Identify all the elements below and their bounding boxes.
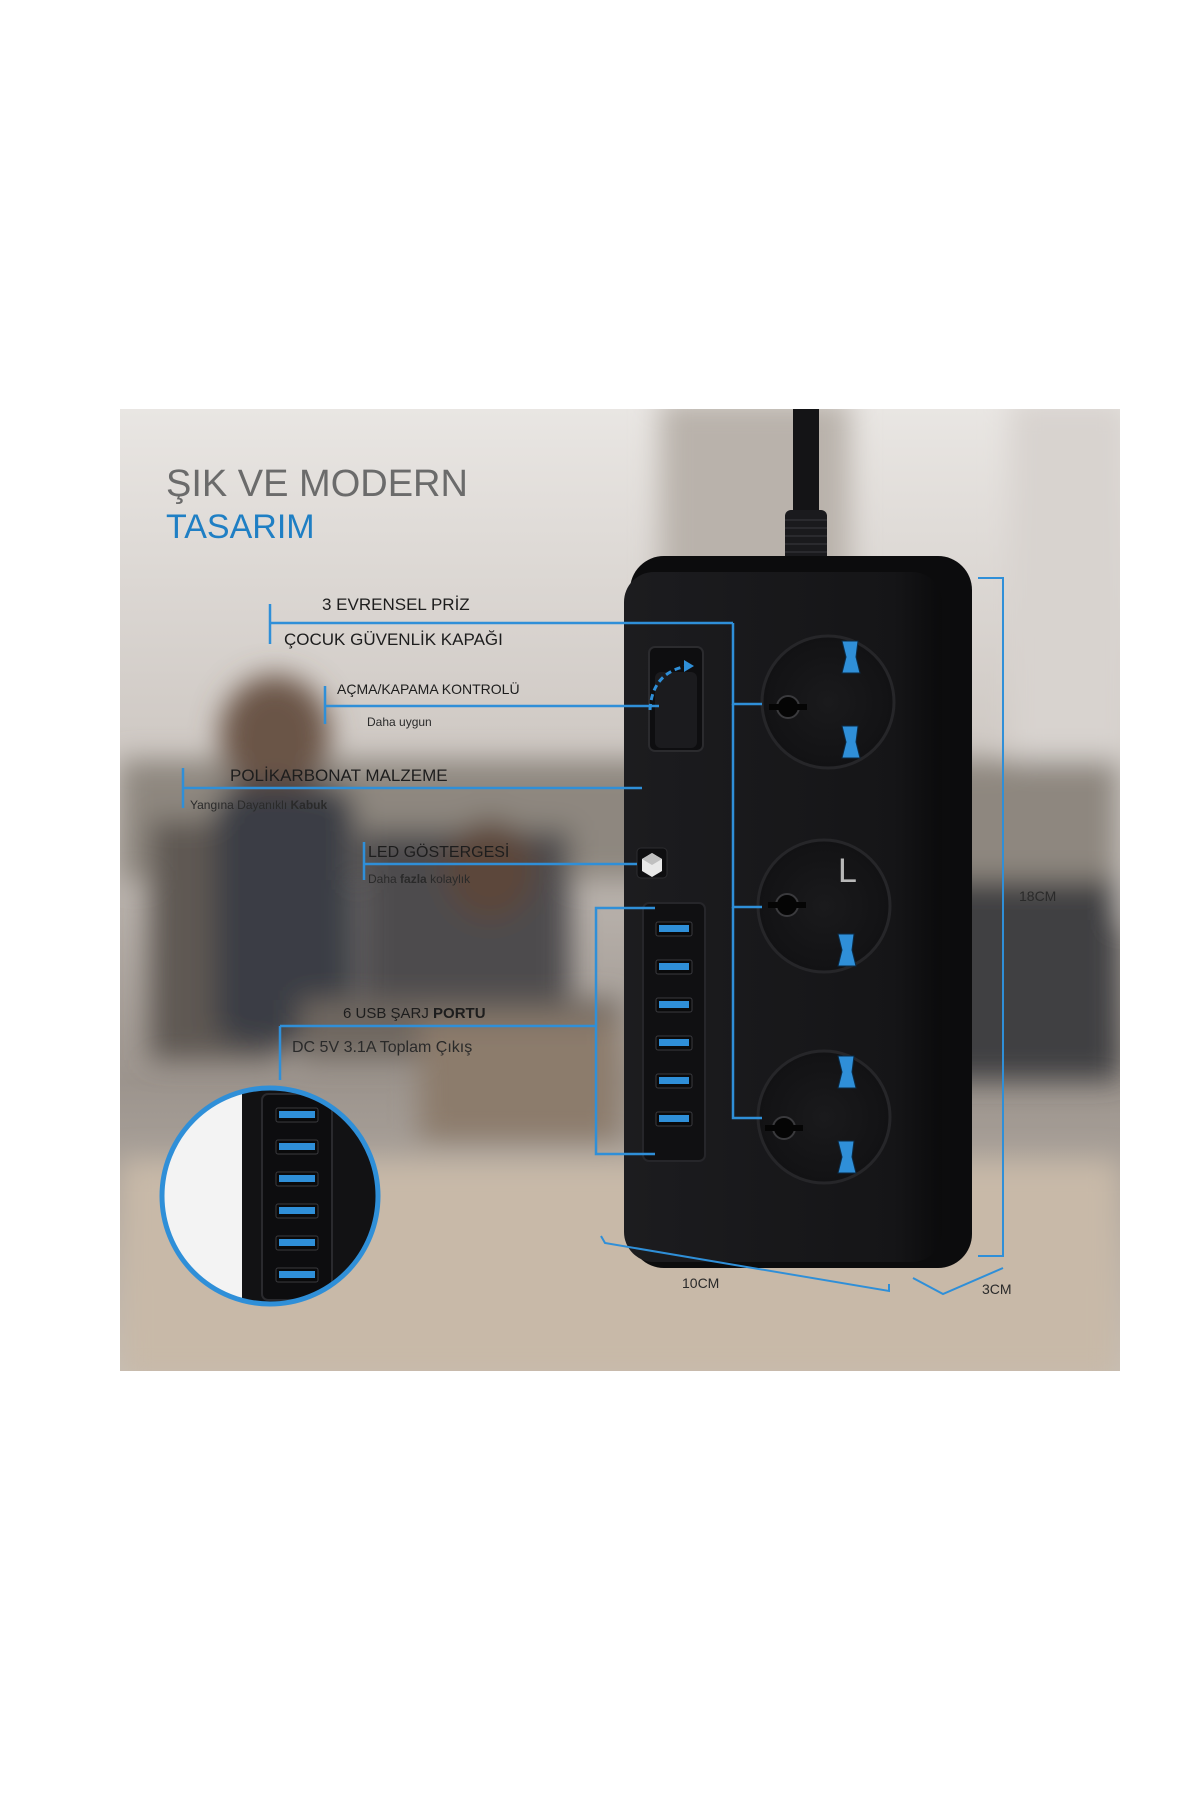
power-switch — [648, 646, 704, 752]
callout-switch-subtitle: Daha uygun — [367, 715, 432, 729]
zoom-usb-port — [275, 1139, 319, 1155]
usb-port — [655, 1035, 693, 1051]
dimension-lines — [600, 577, 1004, 1296]
callout-switch-title: AÇMA/KAPAMA KONTROLÜ — [337, 680, 520, 697]
callout-led-subtitle: Daha fazla kolaylık — [368, 872, 471, 886]
power-cord — [785, 409, 827, 562]
usb-port-panel — [642, 902, 706, 1162]
dimension-height-label: 18CM — [1019, 888, 1056, 904]
dimension-depth-label: 3CM — [982, 1281, 1012, 1297]
usb-port — [655, 997, 693, 1013]
usb-zoom-circle — [159, 1085, 381, 1307]
zoom-usb-port — [275, 1235, 319, 1251]
callout-usb-subtitle: DC 5V 3.1A Toplam Çıkış — [292, 1039, 472, 1056]
power-strip: L — [624, 556, 972, 1268]
callout-usb-title: 6 USB ŞARJ PORTU — [343, 1005, 486, 1022]
dimension-width-label: 10CM — [682, 1275, 719, 1291]
headline-line-2: TASARIM — [166, 508, 315, 546]
usb-port — [655, 1111, 693, 1127]
zoom-usb-port — [275, 1267, 319, 1283]
socket-mark-letter: L — [838, 852, 857, 890]
switch-arrow-icon — [648, 664, 689, 711]
universal-socket — [756, 1049, 892, 1185]
universal-socket — [756, 838, 892, 974]
usb-port — [655, 921, 693, 937]
callout-lines — [181, 604, 762, 1156]
callout-sockets-title: 3 EVRENSEL PRİZ — [322, 595, 470, 614]
callout-sockets-subtitle: ÇOCUK GÜVENLİK KAPAĞI — [284, 630, 503, 649]
usb-port — [655, 959, 693, 975]
callout-material-subtitle: Yangına Dayanıklı Kabuk — [190, 798, 328, 812]
zoom-usb-port — [275, 1171, 319, 1187]
usb-port — [655, 1073, 693, 1089]
universal-socket — [760, 634, 896, 770]
callout-material-title: POLİKARBONAT MALZEME — [230, 766, 448, 785]
headline-line-1: ŞIK VE MODERN — [166, 463, 468, 505]
callout-led-title: LED GÖSTERGESİ — [368, 842, 509, 861]
zoom-usb-port — [275, 1107, 319, 1123]
led-indicator — [636, 847, 668, 879]
zoom-usb-port — [275, 1203, 319, 1219]
